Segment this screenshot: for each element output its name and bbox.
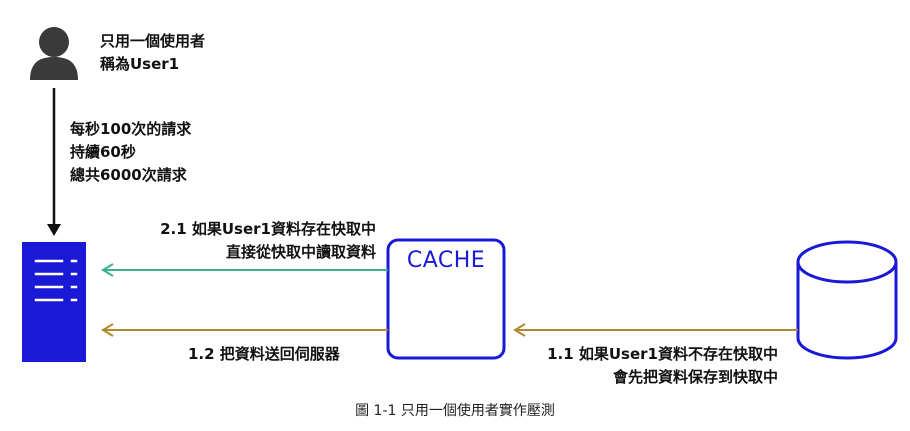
return-arrow (101, 323, 388, 337)
database-icon (796, 240, 898, 360)
request-label-line-1: 每秒100次的請求 (70, 120, 192, 138)
return-label: 1.2 把資料送回伺服器 (188, 343, 340, 366)
user-label-line-2: 稱為User1 (100, 55, 180, 73)
cache-miss-label: 1.1 如果User1資料不存在快取中 會先把資料保存到快取中 (506, 343, 778, 389)
request-arrow (47, 88, 61, 236)
server-icon (22, 242, 86, 362)
cache-hit-label: 2.1 如果User1資料存在快取中 直接從快取中讀取資料 (100, 218, 376, 264)
user-icon (30, 27, 78, 80)
user-label: 只用一個使用者 稱為User1 (100, 30, 205, 76)
request-label-line-2: 持續60秒 (70, 143, 136, 161)
cache-miss-label-line-1: 1.1 如果User1資料不存在快取中 (547, 345, 778, 363)
request-label-line-3: 總共6000次請求 (70, 166, 187, 184)
cache-miss-label-line-2: 會先把資料保存到快取中 (612, 368, 778, 386)
cache-miss-arrow (513, 323, 798, 337)
cache-title: CACHE (406, 248, 486, 273)
figure-caption: 圖 1-1 只用一個使用者實作壓測 (355, 403, 555, 419)
cache-hit-arrow (101, 263, 388, 277)
cache-box (386, 238, 506, 360)
request-label: 每秒100次的請求 持續60秒 總共6000次請求 (70, 118, 191, 187)
return-label-line-1: 1.2 把資料送回伺服器 (188, 345, 340, 363)
cache-hit-label-line-2: 直接從快取中讀取資料 (225, 243, 376, 261)
user-label-line-1: 只用一個使用者 (100, 32, 206, 50)
cache-hit-label-line-1: 2.1 如果User1資料存在快取中 (160, 220, 376, 238)
